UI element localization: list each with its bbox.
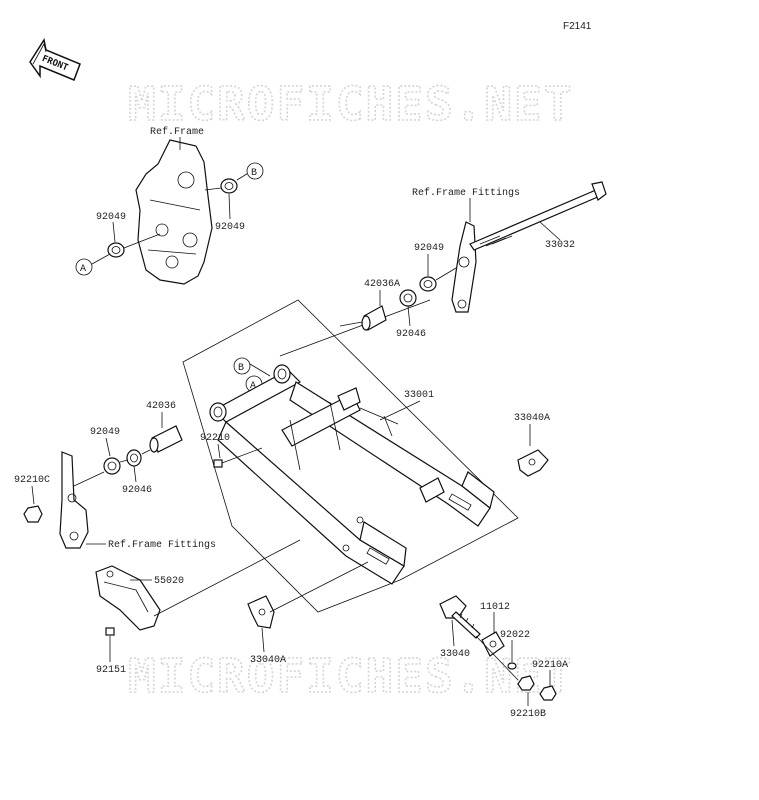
chain-guard-55020 — [95, 565, 161, 631]
part-92046-a: 92046 — [396, 329, 426, 340]
part-92210a: 92210A — [532, 660, 568, 671]
part-33040a-bottom: 33040A — [250, 655, 286, 666]
part-33032: 33032 — [545, 240, 575, 251]
bearing-92046-left — [126, 449, 142, 467]
part-92049-a: 92049 — [96, 212, 126, 223]
part-33001: 33001 — [404, 390, 434, 401]
figure-id: F2141 — [563, 21, 592, 32]
bearing-92046-top — [399, 289, 417, 307]
part-55020: 55020 — [154, 576, 184, 587]
part-92210b: 92210B — [510, 709, 546, 720]
front-arrow-icon: FRONT — [29, 38, 81, 81]
frame-bracket-plate — [135, 139, 213, 285]
washer-92022 — [507, 662, 517, 670]
svg-text:B: B — [238, 363, 244, 374]
nut-92210a — [539, 685, 557, 701]
part-92049-c: 92049 — [414, 243, 444, 254]
part-92046-b: 92046 — [122, 485, 152, 496]
part-42036: 42036 — [146, 401, 176, 412]
washer-92049-a — [107, 242, 125, 258]
watermark-top: MICROFICHES.NET — [128, 77, 573, 131]
part-42036a: 42036A — [364, 279, 400, 290]
part-33040: 33040 — [440, 649, 470, 660]
part-92210: 92210 — [200, 433, 230, 444]
swingarm-33001 — [209, 364, 495, 585]
nut-92210c — [23, 505, 43, 523]
washer-92049-c — [419, 276, 437, 292]
chain-adjuster-33040a-bottom — [247, 595, 275, 629]
sleeve-42036a — [361, 305, 387, 331]
chain-adjuster-33040 — [439, 595, 481, 639]
callout-a-top: A — [75, 258, 93, 276]
washer-92049-b — [220, 178, 238, 194]
washer-92049-d — [103, 457, 121, 475]
part-92049-b: 92049 — [215, 222, 245, 233]
bolt-92210 — [213, 447, 263, 468]
callout-b-swingarm: B — [233, 357, 251, 375]
part-11012: 11012 — [480, 602, 510, 613]
part-92022: 92022 — [500, 630, 530, 641]
callout-b-top: B — [246, 162, 264, 180]
ref-frame-fittings-top: Ref.Frame Fittings — [412, 187, 520, 199]
nut-92210b — [517, 675, 535, 691]
svg-text:A: A — [80, 264, 86, 275]
pivot-shaft — [469, 181, 607, 251]
part-92210c: 92210C — [14, 475, 50, 486]
chain-adjuster-33040a-right — [517, 449, 549, 477]
ref-frame-label: Ref.Frame — [150, 126, 204, 138]
svg-text:A: A — [250, 381, 256, 392]
frame-fitting-bracket-right — [451, 221, 477, 313]
part-92151: 92151 — [96, 665, 126, 676]
assembly-outline — [182, 299, 519, 613]
frame-fitting-bracket-left — [59, 451, 89, 549]
part-33040a-right: 33040A — [514, 413, 550, 424]
part-92049-d: 92049 — [90, 427, 120, 438]
sleeve-42036 — [149, 425, 183, 453]
plate-11012 — [481, 631, 505, 657]
svg-text:B: B — [251, 168, 257, 179]
screw-92151 — [105, 627, 115, 636]
watermark-bottom: MICROFICHES.NET — [128, 649, 573, 703]
ref-frame-fittings-left: Ref.Frame Fittings — [108, 539, 216, 551]
